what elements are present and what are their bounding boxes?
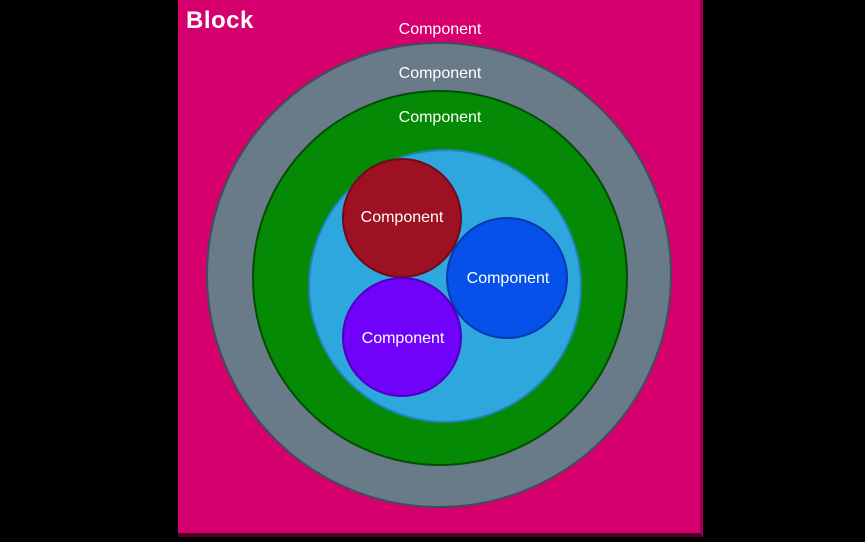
component-circle-blue <box>446 217 568 339</box>
component-label-purple-circle: Component <box>361 330 445 347</box>
component-label-green-ring: Component <box>398 109 482 126</box>
component-circle-purple <box>342 277 462 397</box>
component-label-top: Component <box>398 21 482 38</box>
component-label-red-circle: Component <box>360 209 444 226</box>
component-label-gray-ring: Component <box>398 65 482 82</box>
component-label-blue-circle: Component <box>466 270 550 287</box>
block-title: Block <box>186 7 254 34</box>
component-circle-red <box>342 158 462 278</box>
